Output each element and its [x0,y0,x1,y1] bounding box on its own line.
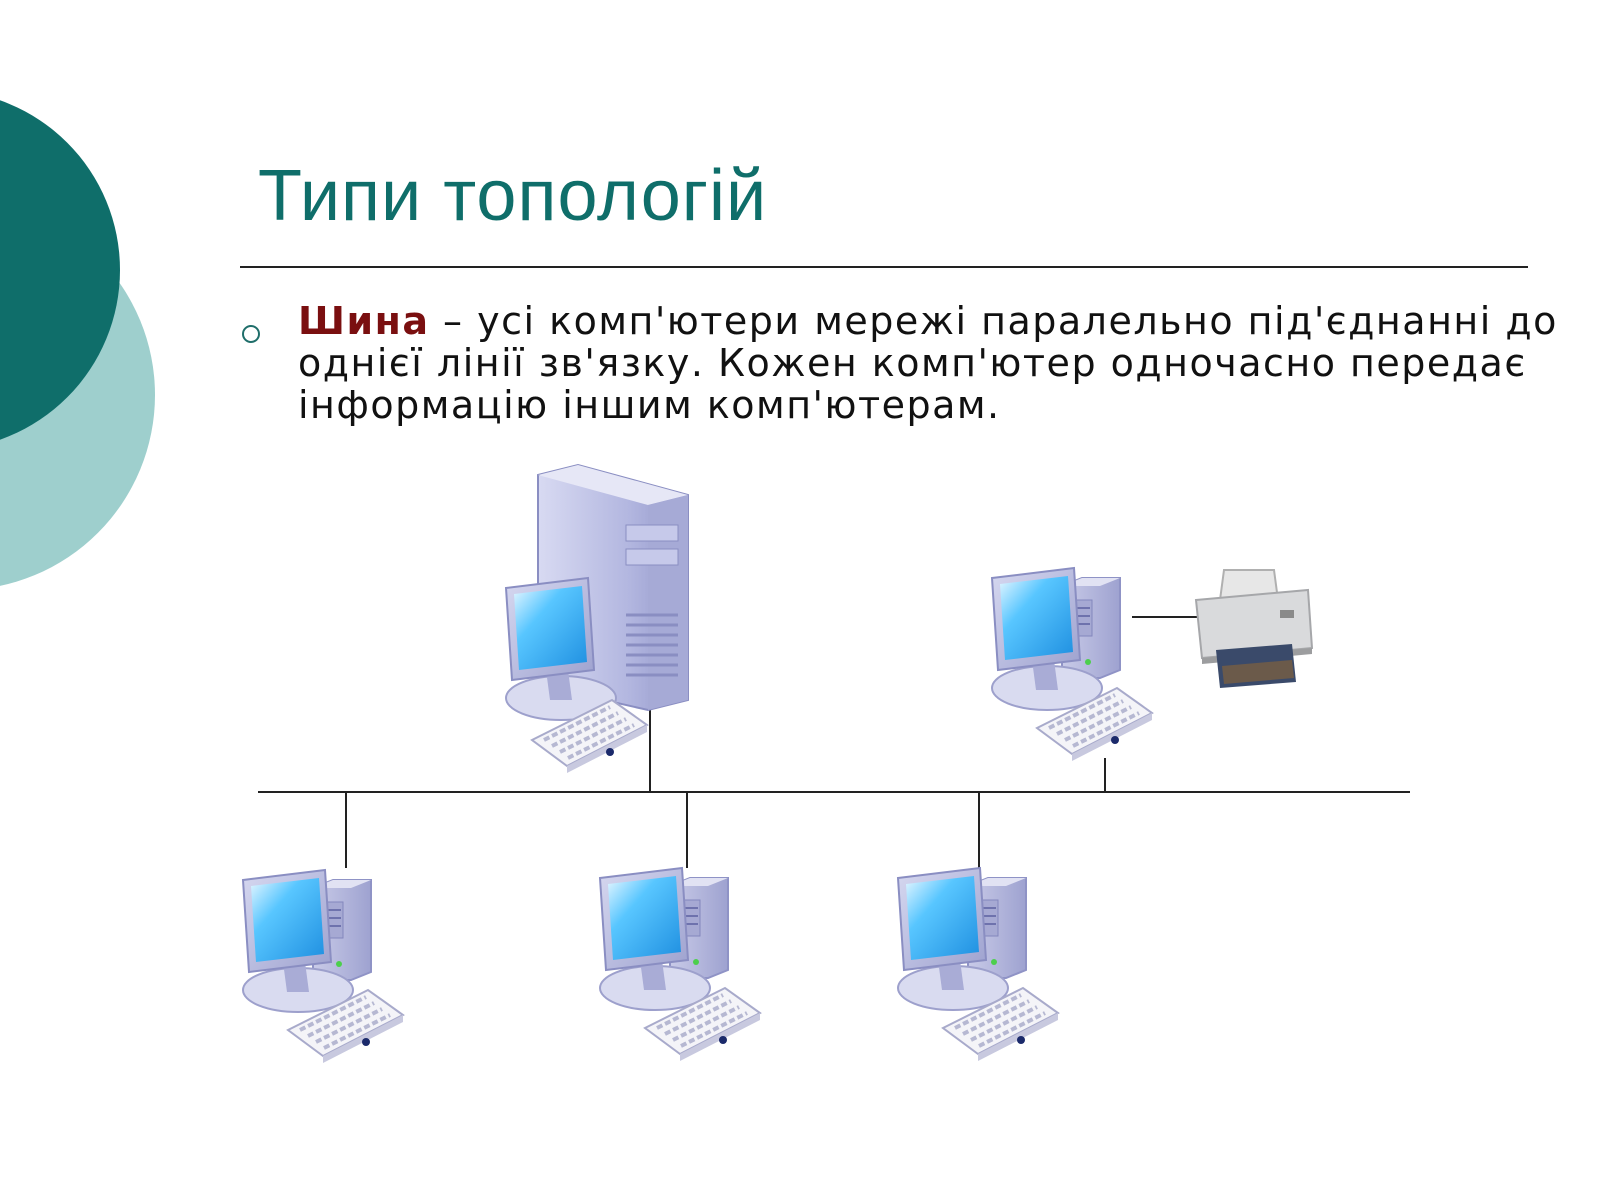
bullet-marker [242,325,260,343]
bullet-description: – усі комп'ютери мережі паралельно під'є… [298,299,1558,427]
title-divider [240,266,1528,268]
workstation-printer-icon [992,568,1152,761]
printer-icon [1194,569,1314,688]
workstation-icon-3 [898,868,1058,1061]
bullet-text: Шина – усі комп'ютери мережі паралельно … [298,300,1558,426]
workstation-icon-2 [600,868,760,1061]
workstation-icon-1 [243,870,403,1063]
decorative-circles [0,100,155,586]
slide-title: Типи топологій [258,156,768,236]
bullet-term: Шина [298,299,430,343]
